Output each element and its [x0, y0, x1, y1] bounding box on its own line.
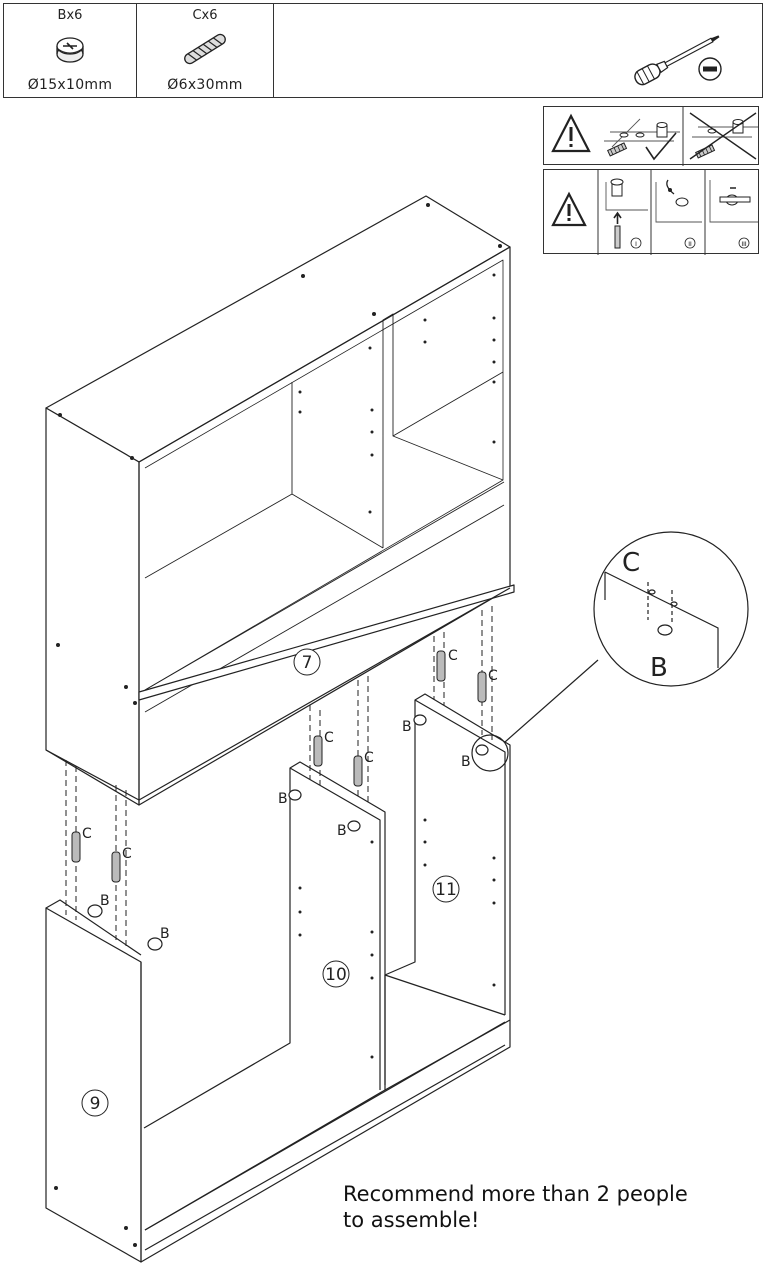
lower-cabinet-assembly — [45, 693, 511, 1263]
cam-lock-icon — [56, 37, 84, 63]
detail-label-c: C — [622, 548, 640, 578]
panel-10-circle — [322, 960, 350, 988]
part-b-qty: Bx6 — [57, 8, 83, 23]
panel-7-circle — [293, 648, 321, 676]
wood-dowel-icon — [184, 33, 226, 65]
incorrect-dowel-placement-icon — [689, 112, 758, 160]
part-c-cell: Cx6 Ø6x30mm — [137, 4, 274, 97]
panel-number-circles — [81, 648, 460, 1117]
label-b: B — [402, 719, 412, 735]
label-c: C — [488, 668, 498, 684]
label-b: B — [160, 926, 170, 942]
upper-left-side-panel — [45, 407, 140, 806]
assembly-note: Recommend more than 2 people to assemble… — [343, 1182, 688, 1232]
step-3-graphic — [709, 180, 758, 249]
part-b-cell: Bx6 Ø15x10mm — [4, 4, 137, 97]
dowel-icons — [71, 539, 658, 883]
step-1-graphic — [605, 178, 648, 249]
label-c: C — [122, 846, 132, 862]
warning-box-dowel-insertion — [543, 106, 759, 166]
warning-triangle-icon — [551, 191, 587, 227]
panel-11 — [384, 693, 511, 1091]
part-b-dimension: Ø15x10mm — [27, 77, 113, 93]
warning-row-1-graphic — [551, 107, 758, 166]
flathead-screwdriver-icon — [634, 35, 722, 86]
label-c: C — [324, 730, 334, 746]
upper-top-panel — [45, 195, 511, 463]
label-b: B — [337, 823, 347, 839]
label-c: C — [364, 750, 374, 766]
step-3-label: III — [741, 241, 747, 248]
panel-11-label: 11 — [435, 880, 457, 900]
part-c-dimension: Ø6x30mm — [167, 77, 243, 93]
panel-11-circle — [432, 875, 460, 903]
panel-7-edge — [138, 584, 515, 701]
dowel-guide-lines — [65, 545, 673, 946]
panel-9 — [45, 907, 142, 1263]
warning-row-2-graphic: I II III — [551, 170, 758, 255]
label-c: C — [82, 826, 92, 842]
step-1-label: I — [635, 241, 637, 248]
predrilled-holes — [54, 203, 502, 1247]
parts-table: Bx6 Ø15x10mm Cx6 Ø6x30mm — [3, 3, 763, 98]
panel-9-circle — [81, 1089, 109, 1117]
correct-dowel-placement-icon — [604, 118, 680, 161]
panel-9-label: 9 — [90, 1094, 101, 1114]
step-2-label: II — [688, 241, 692, 248]
magnified-detail — [471, 531, 749, 772]
panel-10 — [143, 761, 386, 1231]
upper-cabinet-assembly — [45, 195, 515, 806]
panel-7-label: 7 — [302, 653, 313, 673]
step-2-graphic — [655, 179, 702, 249]
label-b: B — [100, 893, 110, 909]
warning-triangle-icon — [551, 113, 591, 153]
detail-label-b: B — [650, 653, 668, 683]
part-c-qty: Cx6 — [192, 8, 218, 23]
label-b: B — [461, 754, 471, 770]
panel-10-label: 10 — [325, 965, 347, 985]
tools-cell — [274, 4, 762, 97]
label-c: C — [448, 648, 458, 664]
label-b: B — [278, 791, 288, 807]
warning-box-cam-lock-steps: I II III — [543, 169, 759, 255]
